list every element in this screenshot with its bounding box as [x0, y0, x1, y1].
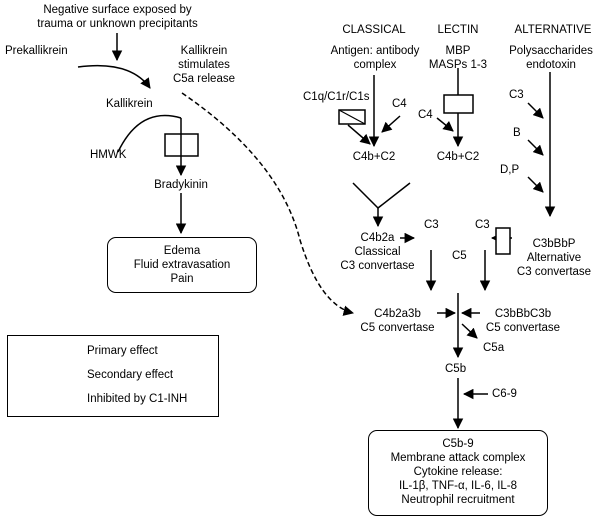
arrow-c4-to-c4b-c2-classical [381, 115, 401, 133]
c3-label-a: C3 [424, 219, 439, 231]
c1inh-block-alternative [495, 227, 511, 255]
alternative-header: ALTERNATIVE [514, 24, 592, 36]
legend-inhibited-label: Inhibited by C1-INH [87, 393, 188, 405]
c1inh-block-lectin [443, 94, 474, 114]
mac-box [368, 430, 548, 516]
trigger-label: Negative surface exposed by trauma or un… [37, 4, 198, 30]
c4-classical-label: C4 [392, 98, 407, 110]
c4-lectin-label: C4 [418, 109, 433, 121]
arrow-c4-to-c4b-c2-lectin [436, 117, 454, 132]
lectin-header: LECTIN [437, 24, 479, 36]
antigen-label: Antigen: antibody complex [330, 45, 420, 71]
inhibitor-slash-classical [338, 109, 366, 125]
c4b2a3b-label: C4b2a3b C5 convertase [360, 308, 435, 334]
bradykinin-label: Bradykinin [154, 179, 208, 191]
c3bbbp-label: C3bBbP Alternative C3 convertase [516, 238, 592, 278]
c3bbbc3b-label: C3bBbC3b C5 convertase [485, 308, 561, 334]
edema-box [107, 237, 257, 293]
prekallikrein-label: Prekallikrein [5, 45, 68, 57]
arrow-prekallikrein-to-kallikrein [77, 64, 151, 89]
legend-secondary-label: Secondary effect [87, 369, 174, 381]
dashed-kallikrein-to-c5-convertase [181, 92, 355, 316]
hmwk-curve [117, 114, 182, 153]
c4b-c2-classical-label: C4b+C2 [352, 151, 396, 163]
c3-label-b: C3 [475, 219, 490, 231]
c5-mid-label: C5 [452, 250, 467, 262]
merge-v-to-c4b2a [352, 182, 411, 209]
c5b-label: C5b [445, 363, 467, 375]
kallikrein-label: Kallikrein [106, 98, 153, 110]
arrow-dp-to-alt [527, 176, 544, 193]
hmwk-label: HMWK [90, 149, 127, 161]
c4b2a-label: C4b2a Classical C3 convertase [340, 232, 415, 272]
legend-primary-label: Primary effect [87, 345, 158, 357]
arrow-c1q-to-c4b-c2 [347, 124, 371, 145]
kallikrein-note-label: Kallikrein stimulates C5a release [172, 45, 235, 85]
edema-text: Edema Fluid extravasation Pain [133, 245, 231, 285]
classical-header: CLASSICAL [342, 24, 406, 36]
arrow-c5-to-c5a [461, 323, 478, 339]
c5a-label: C5a [483, 342, 505, 354]
arrow-c3-to-alt [527, 102, 544, 119]
legend-box [7, 335, 219, 417]
c1q-label: C1q/C1r/C1s [303, 91, 370, 103]
mac-text: C5b-9 Membrane attack complex Cytokine r… [390, 438, 526, 506]
arrow-b-to-alt [527, 139, 544, 156]
polysaccharides-label: Polysaccharides endotoxin [509, 45, 593, 71]
mbp-label: MBP MASPs 1-3 [428, 45, 488, 71]
c6-9-label: C6-9 [492, 388, 517, 400]
c4b-c2-lectin-label: C4b+C2 [436, 151, 480, 163]
b-label: B [513, 127, 521, 139]
dp-label: D,P [500, 164, 520, 176]
c3-alt-label: C3 [509, 89, 524, 101]
